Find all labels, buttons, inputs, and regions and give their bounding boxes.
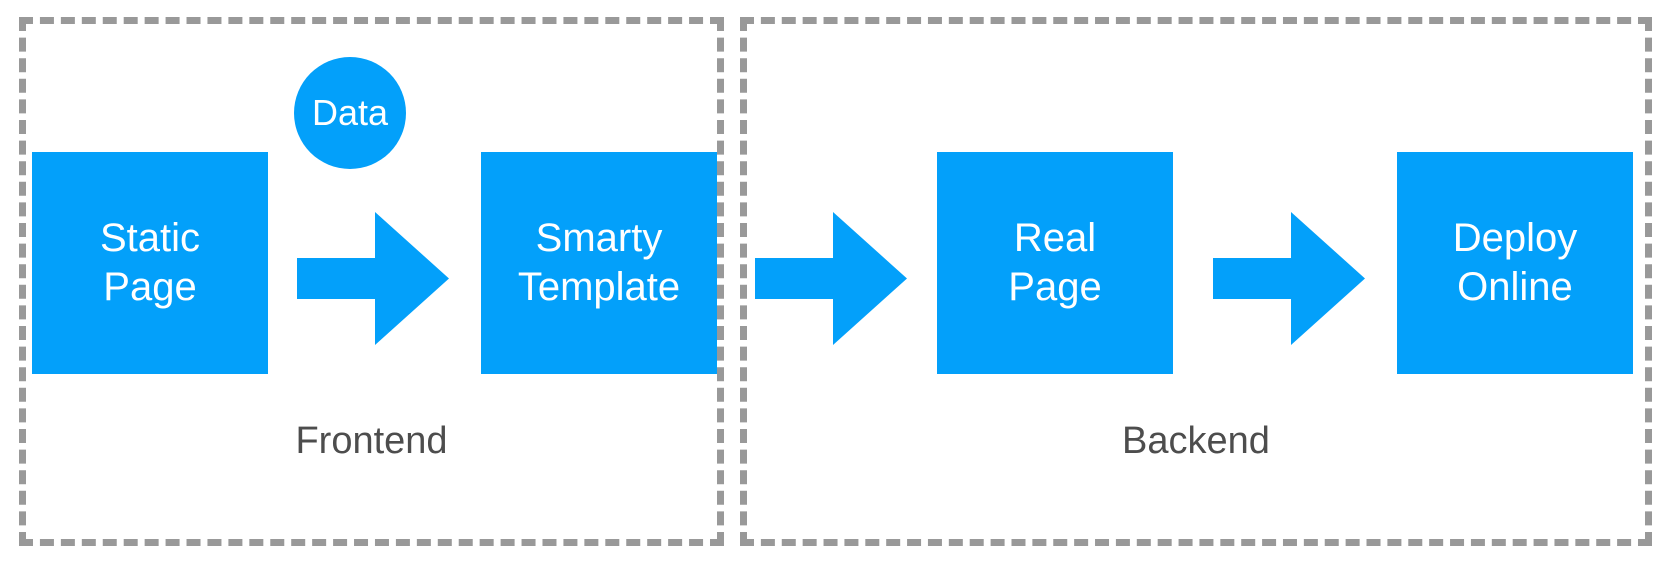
arrow-right-icon-real-to-deploy: [1213, 212, 1365, 345]
node-smarty-template[interactable]: Smarty Template: [481, 152, 717, 374]
arrow-right-icon-static-to-smarty: [297, 212, 449, 345]
node-real-page[interactable]: Real Page: [937, 152, 1173, 374]
group-label-frontend: Frontend: [295, 420, 448, 462]
node-deploy-online[interactable]: Deploy Online: [1397, 152, 1633, 374]
node-static-page[interactable]: Static Page: [32, 152, 268, 374]
group-label-backend: Backend: [1122, 420, 1270, 462]
node-data-circle[interactable]: Data: [294, 57, 406, 169]
group-frontend: [19, 17, 724, 546]
arrow-right-icon-smarty-to-real: [755, 212, 907, 345]
group-backend: [740, 17, 1652, 546]
